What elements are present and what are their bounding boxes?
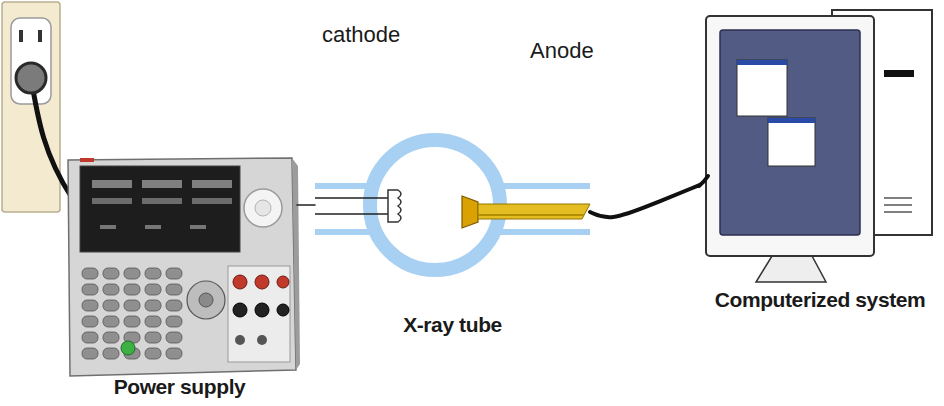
- power-supply-unit-part: [80, 158, 94, 162]
- computer: [699, 10, 932, 282]
- computer-part: [768, 118, 815, 123]
- computer-part: [768, 118, 815, 166]
- power-supply-unit-part: [80, 166, 240, 252]
- power-supply-node: Power supply: [62, 155, 297, 400]
- cathode-filament-part: [388, 190, 401, 222]
- computer-part: [884, 70, 914, 77]
- x-ray-tube: [315, 140, 590, 270]
- node-label: Power supply: [62, 374, 297, 400]
- x-ray-tube-part: [496, 229, 590, 235]
- wall-outlet-part: [11, 18, 51, 104]
- power-cord-part: [31, 78, 72, 198]
- computer-part: [720, 30, 860, 235]
- wall-outlet-part: [38, 30, 42, 42]
- part-label: Anode: [530, 38, 594, 64]
- power-supply-unit-part: [233, 275, 247, 289]
- x-ray-tube-part: [315, 197, 390, 199]
- node-label: X-ray tube: [315, 312, 590, 338]
- anode-target: [462, 196, 590, 228]
- wire-connector: [297, 204, 315, 206]
- power-supply-unit-part: [244, 189, 282, 227]
- computer-node: Computerized system: [700, 8, 940, 313]
- anode-target-part: [478, 214, 584, 216]
- power-supply-unit-part: [277, 304, 289, 316]
- wall-outlet-part: [2, 2, 60, 212]
- computer-part: [884, 204, 912, 206]
- power-supply-unit-part: [255, 303, 269, 317]
- power-supply-unit-part: [192, 198, 232, 204]
- computer-part: [756, 256, 826, 282]
- wall-outlet: [2, 2, 60, 212]
- wall-outlet-part: [19, 30, 23, 42]
- power-supply-unit-part: [199, 293, 213, 307]
- power-supply-unit-part: [187, 281, 225, 319]
- x-ray-tube-part: [496, 183, 590, 189]
- power-supply-unit-part: [235, 335, 245, 345]
- power-supply-unit-part: [233, 303, 247, 317]
- power-supply-unit-part: [255, 275, 269, 289]
- node-label: Computerized system: [700, 287, 940, 313]
- computer-part: [884, 197, 912, 199]
- power-cord: [16, 63, 72, 198]
- computer-part: [706, 16, 874, 256]
- anode-target-part: [478, 204, 590, 219]
- power-supply-unit-part: [92, 180, 132, 188]
- power-supply-unit-part: [92, 198, 132, 204]
- power-supply-unit-part: [121, 341, 135, 355]
- part-label: cathode: [322, 22, 400, 48]
- computer-part: [737, 60, 787, 116]
- power-supply-unit-part: [142, 198, 182, 204]
- power-supply-unit-part: [190, 225, 206, 229]
- anode-target-part: [462, 196, 478, 228]
- power-cord-part: [16, 63, 46, 93]
- power-supply-unit-part: [145, 225, 161, 229]
- power-supply-unit-part: [192, 180, 232, 188]
- power-supply-unit-part: [80, 266, 185, 362]
- power-supply-unit-part: [292, 158, 300, 370]
- x-ray-tube-node: X-ray tube: [315, 120, 590, 338]
- computer-part: [737, 60, 787, 65]
- power-supply-unit-part: [100, 225, 116, 229]
- x-ray-tube-part: [315, 213, 390, 215]
- power-supply-unit: [68, 158, 300, 376]
- computer-part: [884, 211, 912, 213]
- power-supply-unit-part: [277, 276, 289, 288]
- cathode-filament: [388, 190, 401, 222]
- power-supply-unit-part: [228, 266, 290, 362]
- power-supply-unit-part: [68, 158, 296, 376]
- x-ray-tube-part: [315, 229, 374, 235]
- power-supply-unit-part: [257, 335, 267, 345]
- power-supply-unit-part: [255, 200, 271, 216]
- power-supply-unit-part: [142, 180, 182, 188]
- cable-connector: [590, 185, 700, 217]
